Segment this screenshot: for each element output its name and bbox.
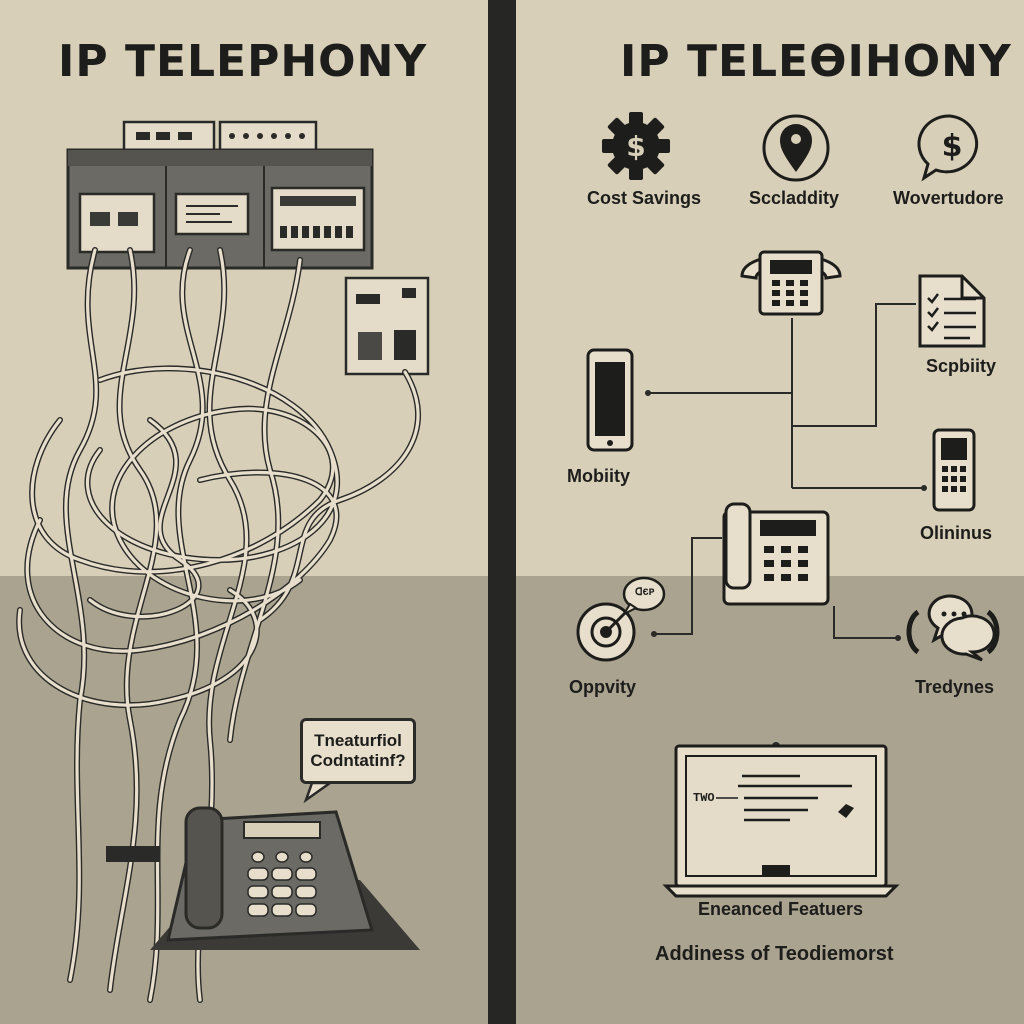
- label-mobility: Mobiity: [567, 466, 630, 486]
- bubble-line-2: Codntatinf?: [310, 751, 406, 770]
- svg-text:$: $: [942, 129, 963, 164]
- center-divider: [488, 0, 516, 1024]
- laptop-icon: [662, 744, 900, 898]
- desk-phone-icon: [740, 250, 842, 316]
- server-rack-icon: [66, 120, 374, 270]
- gear-dollar-icon: $: [602, 112, 670, 180]
- screen-label: TWO: [693, 791, 715, 805]
- wall-panel: [344, 276, 430, 376]
- old-telephone-icon: [150, 806, 420, 950]
- right-title: IP TELEӨIHONY: [620, 36, 1012, 87]
- bubble-line-1: Tneaturfiol: [314, 731, 402, 750]
- left-title: IP TELEPHONY: [58, 36, 428, 87]
- label-oppvity: Oppvity: [569, 677, 637, 697]
- svg-text:$: $: [626, 130, 645, 163]
- footer-caption: Addiness of Teodiemorst: [655, 943, 894, 965]
- label-scalability: Sccladdity: [749, 188, 840, 208]
- target-icon: [576, 576, 666, 662]
- location-pin-icon: [762, 114, 830, 182]
- tangled-cables-icon: [16, 247, 421, 1003]
- label-scpbiity: Scpbiity: [926, 356, 997, 376]
- feature-phone-icon: [932, 428, 976, 512]
- office-phone-icon: [722, 502, 830, 606]
- label-tredynes: Tredynes: [915, 677, 995, 697]
- smartphone-icon: [586, 348, 634, 452]
- label-enhanced-features: Eneanced Featuers: [698, 899, 864, 919]
- label-cost-savings: Cost Savings: [587, 188, 702, 208]
- label-olininus: Olininus: [920, 523, 992, 543]
- chat-bubbles-icon: [906, 594, 1000, 662]
- checklist-document-icon: [918, 274, 986, 348]
- target-bubble-text: ᗡЄР: [635, 588, 655, 599]
- speech-bubble: Tneaturfiol Codntatinf?: [300, 718, 416, 784]
- dollar-chat-icon: $: [917, 114, 979, 182]
- label-wovertudore: Wovertudore: [893, 188, 1004, 208]
